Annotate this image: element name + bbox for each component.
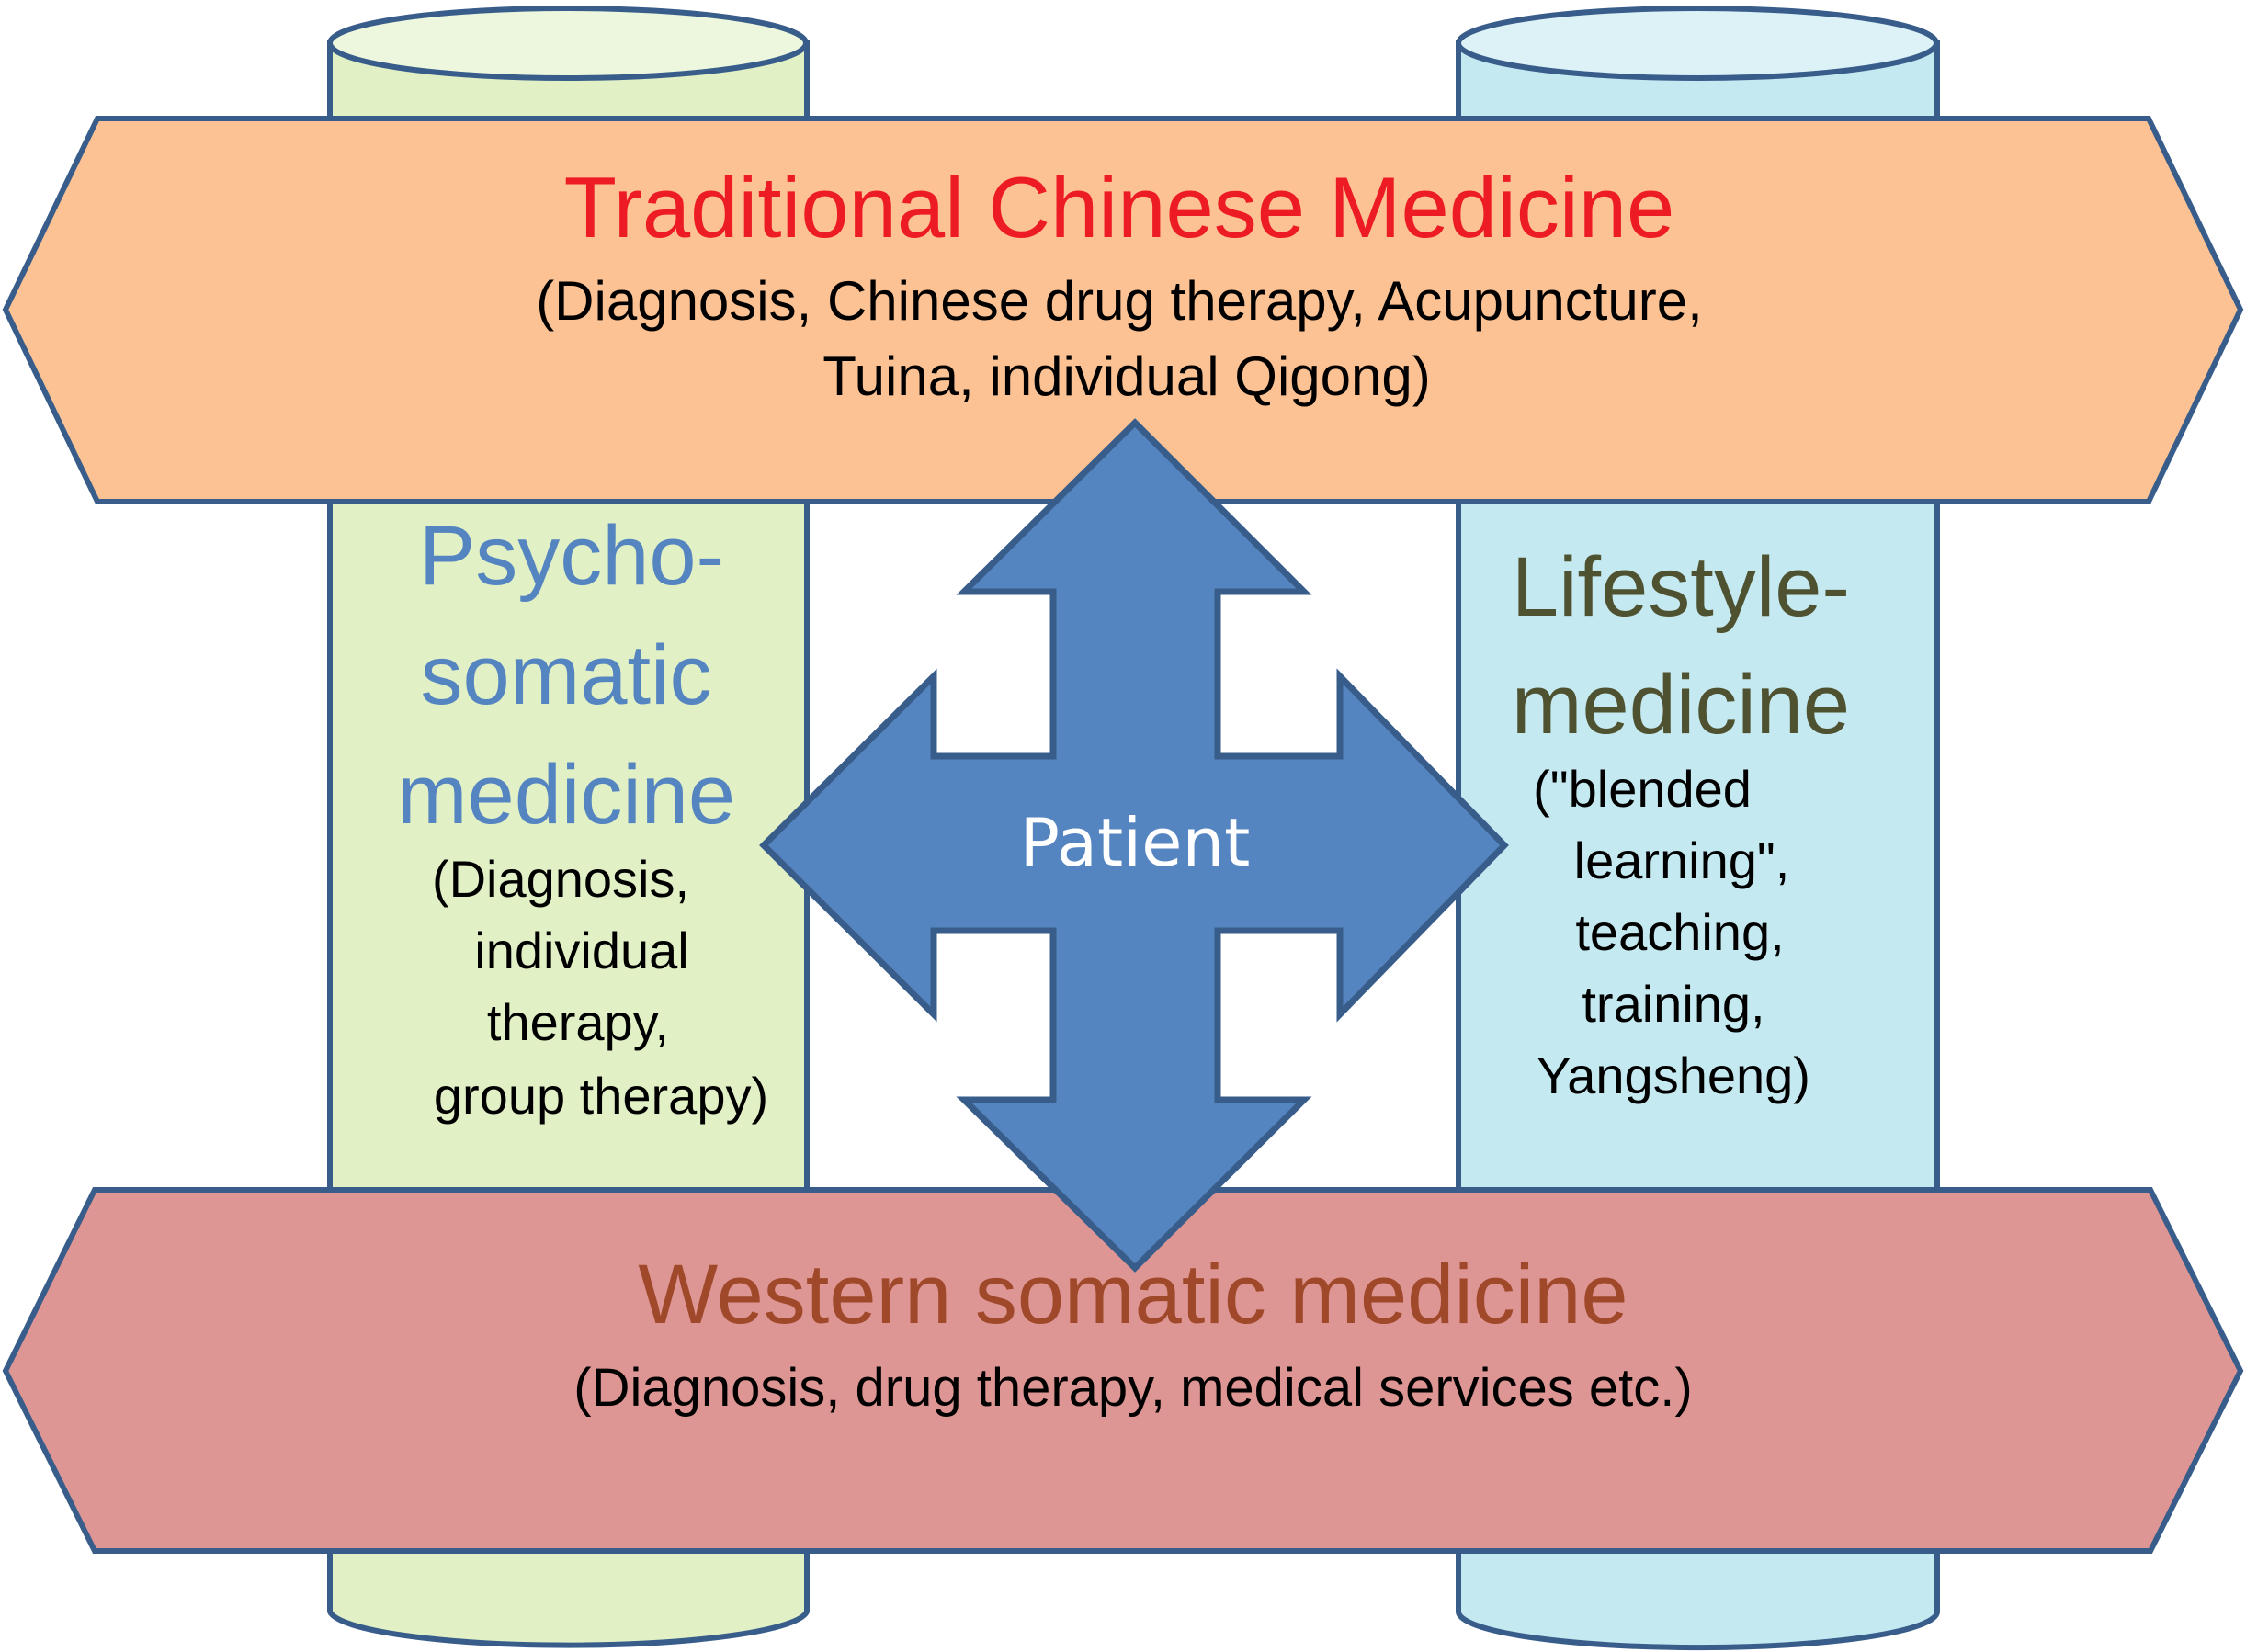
four-way-arrow-icon [759,418,1509,1273]
psycho-detail-line-4: group therapy) [434,1067,768,1125]
psycho-detail-line-3: therapy, [487,993,669,1051]
patient-label: Patient [1020,804,1251,881]
tcm-detail-line-1: (Diagnosis, Chinese drug therapy, Acupun… [536,270,1703,332]
lifestyle-title-line-2: medicine [1512,658,1850,752]
western-band [2,1187,2244,1554]
lifestyle-detail-line-5: Yangsheng) [1537,1047,1810,1104]
psycho-detail-line-2: individual [474,922,689,979]
western-title: Western somatic medicine [638,1248,1628,1341]
left-pillar-top [327,6,809,81]
western-detail: (Diagnosis, drug therapy, medical servic… [573,1358,1692,1418]
psycho-title-line-1: Psycho- [419,509,724,603]
tcm-detail-line-2: Tuina, individual Qigong) [822,345,1431,407]
lifestyle-detail-line-1: ("blended [1533,760,1752,818]
right-pillar-top [1456,6,1939,81]
psycho-title-line-2: somatic [421,628,712,722]
psycho-detail-line-1: (Diagnosis, [432,850,689,908]
lifestyle-detail-line-2: learning", [1574,832,1790,889]
lifestyle-detail-line-4: training, [1582,975,1764,1033]
lifestyle-detail-line-3: teaching, [1575,903,1784,961]
lifestyle-title-line-1: Lifestyle- [1512,540,1850,634]
tcm-band [2,116,2244,504]
psycho-title-line-3: medicine [397,748,735,842]
tcm-title: Traditional Chinese Medicine [564,159,1675,255]
